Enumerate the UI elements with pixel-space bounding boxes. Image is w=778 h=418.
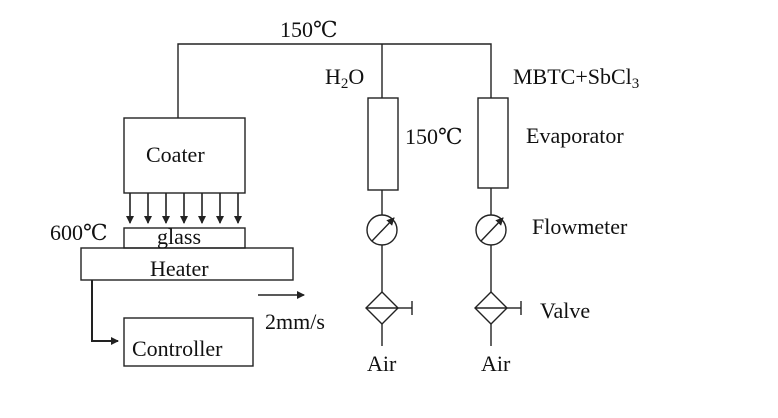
air-label-right: Air	[481, 351, 511, 376]
evaporator-temperature-label: 150℃	[405, 124, 463, 149]
top-temperature-label: 150℃	[280, 17, 338, 42]
heater-box	[80, 247, 294, 281]
substrate-temperature-label: 600℃	[50, 220, 108, 245]
evaporator-label: Evaporator	[526, 123, 624, 148]
controller-label: Controller	[132, 336, 223, 361]
mbtc-sbcl3-label: MBTC+SbCl3	[513, 64, 640, 92]
h2o-label: H2O	[325, 64, 365, 92]
air-label-left: Air	[367, 351, 397, 376]
mbtc-flowmeter-arrow	[480, 217, 504, 242]
mbtc-evaporator	[477, 97, 509, 189]
heater-controller-line	[91, 280, 119, 345]
flowmeter-label: Flowmeter	[532, 214, 628, 239]
coater-label: Coater	[146, 142, 205, 167]
valve-label: Valve	[540, 298, 591, 323]
h2o-evaporator	[367, 97, 399, 191]
h2o-flowmeter-arrow	[371, 217, 395, 242]
spray-arrows	[126, 193, 242, 224]
heater-label: Heater	[150, 256, 209, 281]
glass-label: glass	[157, 224, 201, 249]
controller-box	[123, 317, 254, 367]
speed-label: 2mm/s	[265, 309, 325, 334]
top-supply-line	[177, 43, 492, 118]
